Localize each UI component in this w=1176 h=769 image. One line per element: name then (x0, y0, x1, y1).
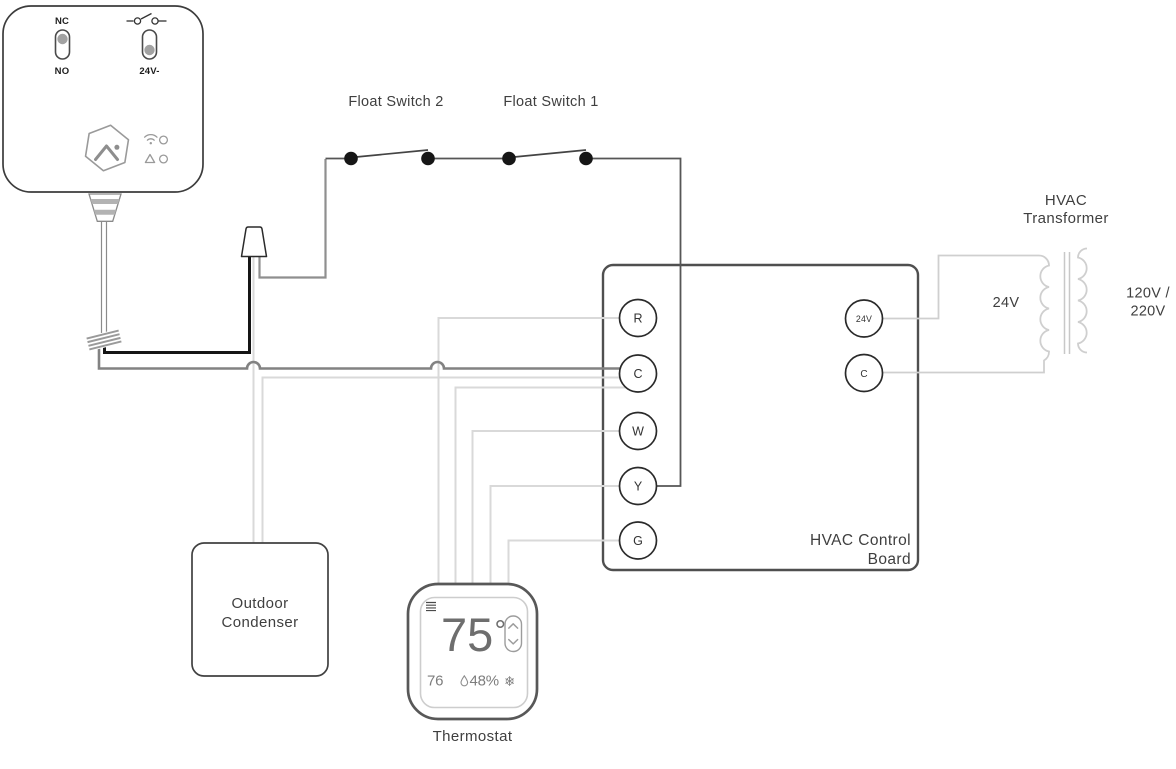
terminal-r-label: R (633, 312, 642, 326)
switch-blade (350, 149, 429, 159)
degree-symbol: ° (495, 615, 507, 647)
float-switch-2 (344, 149, 435, 166)
terminal-24v: 24V (844, 299, 884, 338)
secondary-coil (1077, 247, 1088, 354)
terminal-w: W (618, 411, 658, 451)
float-switch-2-label: Float Switch 2 (348, 94, 443, 110)
float-switch-circuit (258, 149, 682, 487)
condenser-label-line2: Condenser (222, 614, 299, 631)
switch-blade (508, 149, 587, 159)
terminal-c2: C (844, 353, 884, 393)
board-terminals: R C W Y G 24V C (618, 298, 884, 560)
humidity-value: 48% (470, 673, 499, 690)
switch-contact (421, 151, 435, 166)
wire-nut-to-float (258, 159, 327, 279)
terminal-g-label: G (633, 534, 643, 548)
transformer-title-line1: HVAC (1045, 192, 1087, 209)
wire-y-thermostat (489, 485, 634, 589)
secondary-voltage-line2: 220V (1130, 304, 1165, 320)
terminal-c: C (618, 354, 658, 393)
wifi-status-led (158, 135, 169, 145)
outdoor-condenser: Outdoor Condenser (191, 542, 329, 677)
snowflake-icon: ❄ (504, 674, 515, 689)
wire-switched-black (103, 252, 251, 354)
temp-stepper (504, 615, 523, 653)
sensor-device: NC NO 24V- (2, 5, 204, 193)
wire-r-thermostat (437, 317, 632, 589)
terminal-y: Y (618, 466, 658, 506)
board-title-line2: Board (868, 551, 911, 568)
relay-toggle (141, 29, 158, 60)
toggle-knob (144, 44, 155, 56)
terminal-r: R (618, 298, 658, 338)
wifi-icon (143, 134, 158, 145)
transformer-title-line2: Transformer (1023, 210, 1109, 227)
relay-voltage-label: 24V- (139, 66, 159, 77)
wire-c-thermostat (454, 386, 632, 589)
thermostat: 75 ° 76 48% ❄ (406, 582, 539, 721)
warning-triangle-icon (144, 153, 156, 164)
primary-coil-wire (877, 254, 1050, 374)
switch-contact (344, 151, 358, 166)
switch-contact (579, 151, 593, 166)
hvac-control-board-outline (601, 263, 920, 572)
cable-twist-band (85, 328, 123, 352)
terminal-y-label: Y (634, 480, 643, 494)
float-switch-1-label: Float Switch 1 (503, 94, 598, 110)
terminal-24v-label: 24V (856, 314, 872, 324)
wire-g-thermostat (507, 539, 632, 589)
terminal-c-label: C (633, 367, 642, 381)
humidity-drop-icon (460, 674, 469, 687)
thermostat-screen (419, 596, 529, 709)
primary-voltage-label: 24V (993, 295, 1020, 311)
sensor-cable (100, 221, 108, 333)
nc-label: NC (55, 16, 69, 27)
brand-logo-hexagon-icon (84, 124, 130, 172)
board-title-line1: HVAC Control (810, 532, 911, 549)
no-label: NO (55, 66, 70, 77)
relay-switch-icon (126, 12, 167, 25)
wire-common-gray (97, 345, 632, 370)
transformer-core (1063, 252, 1071, 354)
alert-status-led (158, 154, 169, 164)
secondary-voltage-line1: 120V / (1126, 286, 1170, 302)
secondary-temp: 76 (427, 673, 443, 690)
wire-w-thermostat (471, 430, 632, 589)
transformer-circuit (877, 247, 1088, 374)
wire-nut (240, 226, 268, 258)
wire-c-condenser (261, 376, 632, 549)
toggle-knob (57, 33, 68, 45)
nc-no-toggle (54, 29, 71, 60)
sensor-device-body (2, 5, 204, 193)
float-switch-1 (502, 149, 593, 166)
condenser-label-line1: Outdoor (232, 595, 289, 612)
terminal-w-label: W (632, 425, 644, 439)
switch-contact (502, 151, 516, 166)
terminal-g: G (618, 521, 658, 560)
chevron-down-icon (508, 638, 519, 645)
cable-gland (88, 193, 122, 222)
current-temp: 75 (441, 608, 493, 661)
terminal-c2-label: C (860, 369, 867, 380)
low-voltage-wires (252, 252, 634, 589)
menu-icon (426, 601, 436, 612)
chevron-up-icon (508, 623, 519, 629)
thermostat-label: Thermostat (433, 728, 513, 745)
